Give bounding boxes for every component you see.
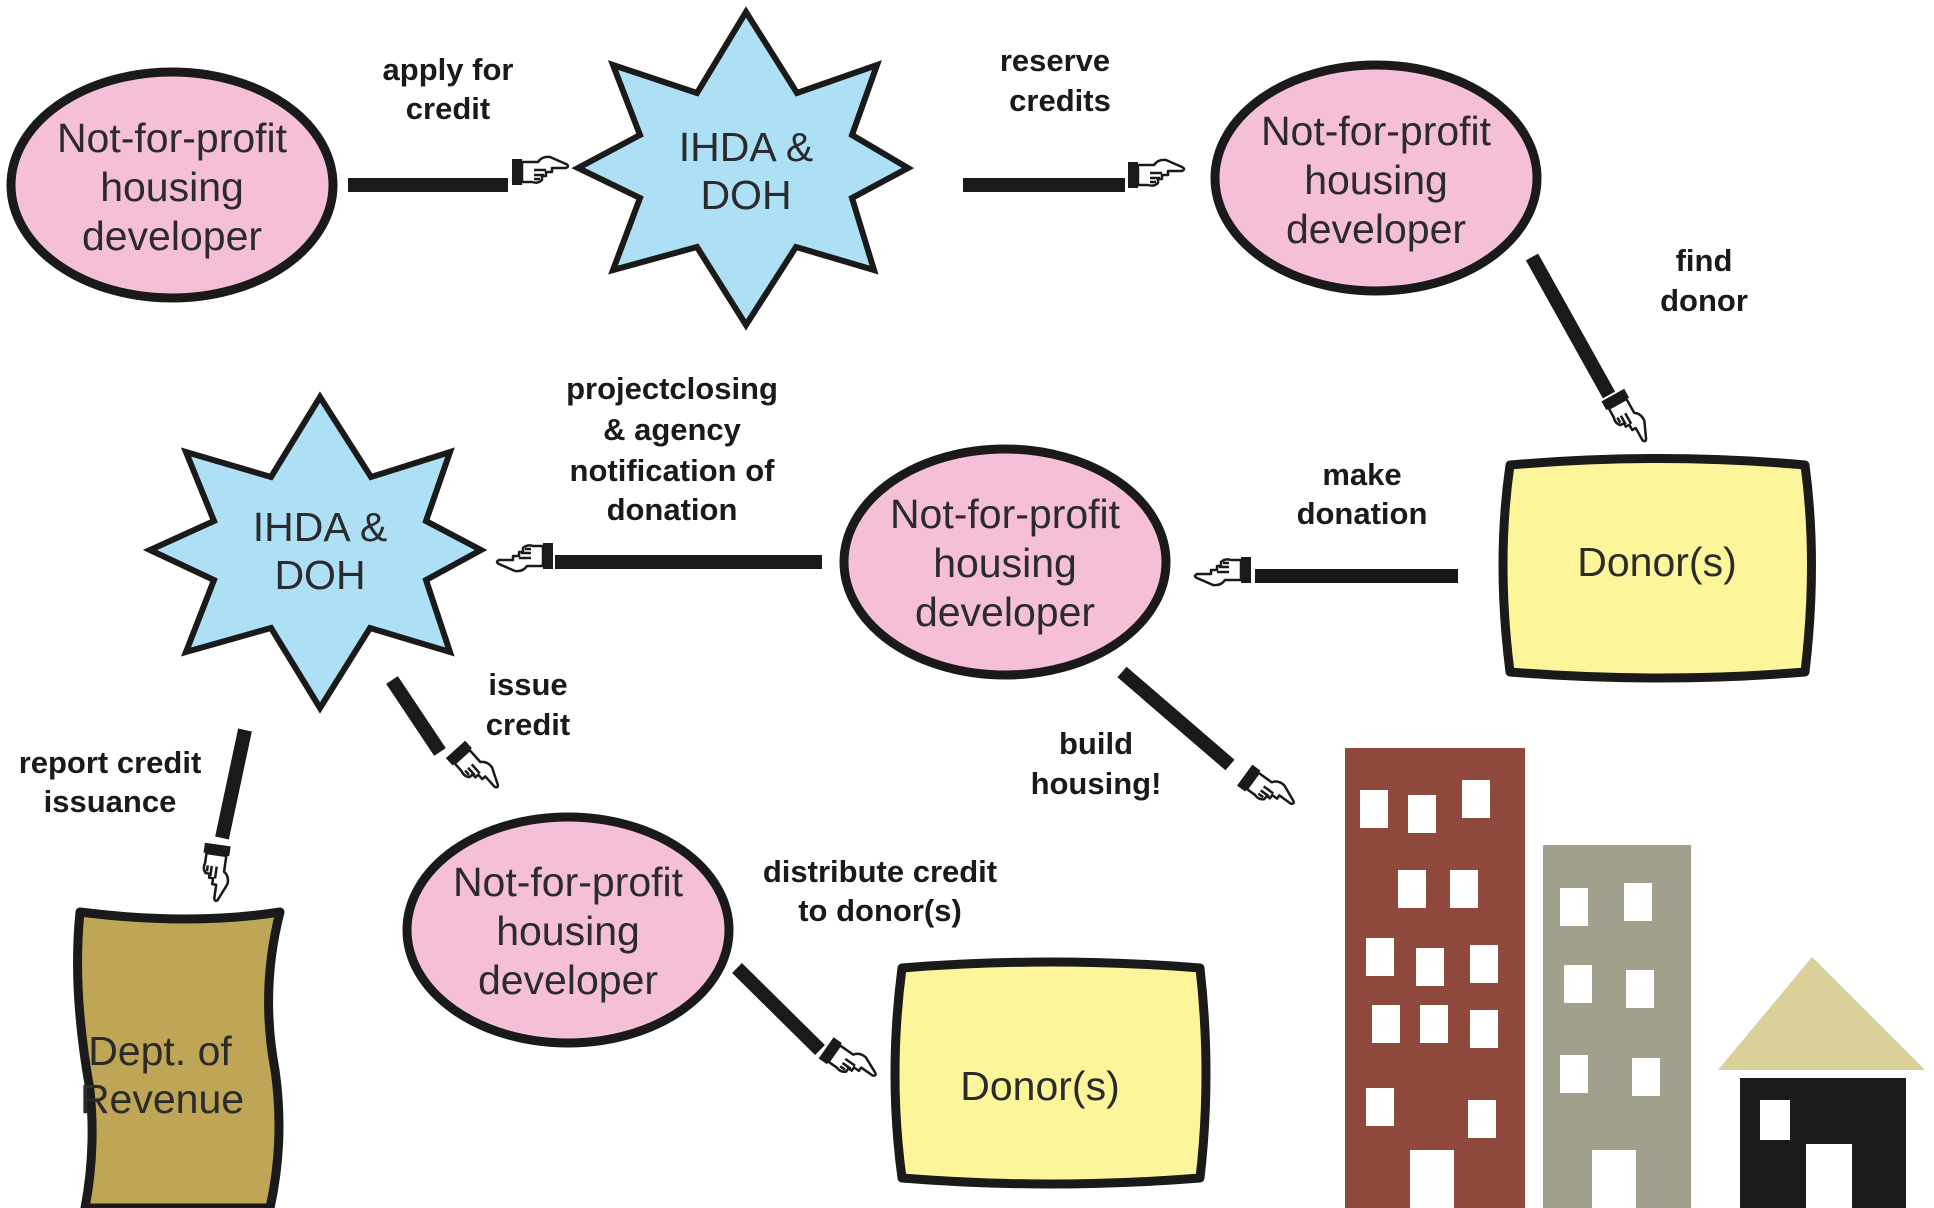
developer-node-1-line-2: housing <box>100 164 244 210</box>
edge-label-apply-line-2: credit <box>406 91 490 126</box>
pointing-hand-icon <box>1193 555 1253 587</box>
connector-find <box>1525 253 1655 452</box>
connector-closing <box>495 541 822 573</box>
edge-label-find-line-2: donor <box>1660 283 1748 318</box>
pointing-hand-icon <box>1600 386 1655 452</box>
pointing-hand-icon <box>817 1034 882 1092</box>
edge-label-make-line-1: make <box>1322 457 1401 492</box>
developer-node-2-line-2: housing <box>1304 157 1448 203</box>
edge-label-build-line-2: housing! <box>1031 766 1162 801</box>
edge-label-make-line-2: donation <box>1297 496 1428 531</box>
buildings-icon <box>1345 748 1925 1208</box>
donor-node-1: Donor(s) <box>1498 454 1816 683</box>
developer-node-3-line-2: housing <box>933 540 1077 586</box>
edge-label-report-line-1: report credit <box>19 745 202 780</box>
edge-label-report-line-2: issuance <box>44 784 177 819</box>
developer-node-1-line-3: developer <box>82 213 262 259</box>
developer-node-4-line-1: Not-for-profit <box>453 859 684 905</box>
pointing-hand-icon <box>195 841 235 904</box>
donor-node-2: Donor(s) <box>890 957 1211 1189</box>
pointing-hand-icon <box>1126 158 1186 190</box>
revenue-node: Dept. of Revenue <box>73 907 285 1208</box>
connector-make <box>1193 555 1458 587</box>
edge-label-build-line-1: build <box>1059 726 1133 761</box>
edge-label-distribute-line-1: distribute credit <box>763 854 997 889</box>
connector-reserve <box>963 158 1186 192</box>
developer-node-4: Not-for-profit housing developer <box>402 812 734 1048</box>
edge-label-issue-line-1: issue <box>488 667 567 702</box>
edge-label-find: find donor <box>1660 243 1748 318</box>
developer-node-1: Not-for-profit housing developer <box>6 67 338 303</box>
developer-node-3: Not-for-profit housing developer <box>839 444 1171 680</box>
edge-label-closing-line-1: projectclosing <box>566 371 778 406</box>
edge-label-make: make donation <box>1297 457 1428 531</box>
agency-node-2-line-2: DOH <box>274 552 365 598</box>
pointing-hand-icon <box>1235 761 1301 820</box>
revenue-node-line-1: Dept. of <box>88 1028 232 1074</box>
agency-node-1-line-1: IHDA & <box>679 124 813 170</box>
agency-node-2-line-1: IHDA & <box>253 504 387 550</box>
developer-node-3-line-3: developer <box>915 589 1095 635</box>
edge-label-closing-line-2: & agency <box>603 412 742 447</box>
edge-label-distribute-line-2: to donor(s) <box>798 893 962 928</box>
agency-node-2: IHDA & DOH <box>142 391 488 714</box>
donor-node-1-label: Donor(s) <box>1577 539 1736 585</box>
connector-build <box>1117 666 1301 820</box>
agency-node-1-line-2: DOH <box>700 172 791 218</box>
edge-label-issue: issue credit <box>486 667 570 742</box>
developer-node-2-line-1: Not-for-profit <box>1261 108 1492 154</box>
connector-distribute <box>732 963 882 1092</box>
agency-node-1: IHDA & DOH <box>571 6 915 331</box>
edge-label-build: build housing! <box>1031 726 1162 801</box>
connector-issue <box>386 676 506 801</box>
pointing-hand-icon <box>510 155 570 187</box>
developer-node-2-line-3: developer <box>1286 206 1466 252</box>
edge-label-apply-line-1: apply for <box>383 52 514 87</box>
connector-report <box>195 728 252 904</box>
edge-label-find-line-1: find <box>1676 243 1733 278</box>
edge-label-report: report credit issuance <box>19 745 202 819</box>
edge-label-closing: projectclosing & agency notification of … <box>566 371 778 527</box>
edge-label-apply: apply for credit <box>383 52 514 126</box>
developer-node-4-line-3: developer <box>478 957 658 1003</box>
edge-label-distribute: distribute credit to donor(s) <box>763 854 997 928</box>
developer-node-1-line-1: Not-for-profit <box>57 115 288 161</box>
developer-node-2: Not-for-profit housing developer <box>1210 60 1542 296</box>
donor-node-2-label: Donor(s) <box>960 1063 1119 1109</box>
edge-label-reserve-line-1: reserve <box>1000 43 1110 78</box>
connector-apply <box>348 155 570 192</box>
developer-node-4-line-2: housing <box>496 908 640 954</box>
edge-label-issue-line-2: credit <box>486 707 570 742</box>
revenue-node-line-2: Revenue <box>80 1076 244 1122</box>
developer-node-3-line-1: Not-for-profit <box>890 491 1121 537</box>
edge-label-closing-line-3: notification of <box>570 453 776 488</box>
edge-label-reserve: reserve credits <box>1000 43 1111 118</box>
pointing-hand-icon <box>444 738 506 801</box>
edge-label-reserve-line-2: credits <box>1009 83 1111 118</box>
pointing-hand-icon <box>495 541 555 573</box>
edge-label-closing-line-4: donation <box>607 492 738 527</box>
